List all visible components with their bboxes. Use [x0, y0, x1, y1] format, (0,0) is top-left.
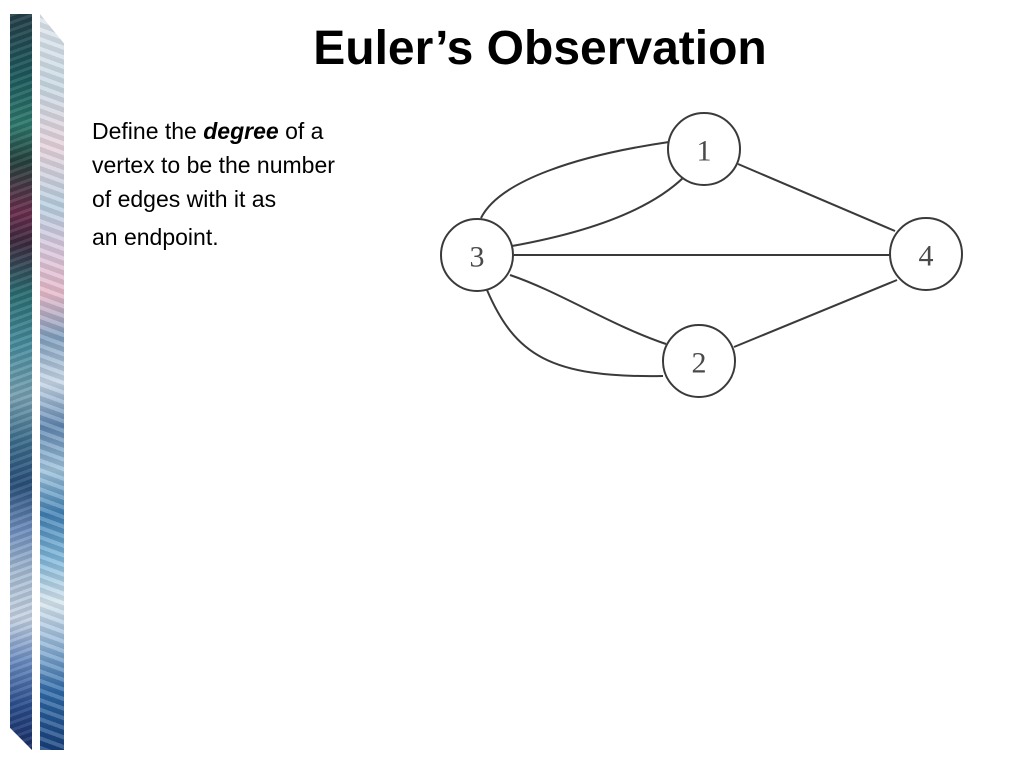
decorative-strip-left: [10, 14, 32, 750]
graph-vertex-2: 2: [662, 324, 736, 398]
decorative-strip-right: [40, 14, 64, 750]
graph-edge: [737, 163, 896, 232]
vertex-circle: [889, 217, 963, 291]
graph-edge: [486, 289, 664, 378]
vertex-label: 2: [692, 347, 707, 380]
graph-edge: [480, 141, 670, 219]
body-line-1: Define the degree of a: [92, 114, 412, 148]
vertex-circle: [662, 324, 736, 398]
body-line-4: an endpoint.: [92, 224, 219, 250]
body-line-2: vertex to be the number: [92, 152, 335, 178]
graph-edge: [733, 279, 898, 348]
vertex-label: 4: [919, 240, 934, 273]
vertex-label: 3: [470, 241, 485, 274]
vertex-label: 1: [697, 135, 712, 168]
graph-vertex-3: 3: [440, 218, 514, 292]
body-line-3: of edges with it as: [92, 186, 277, 212]
graph-edges: [480, 141, 898, 378]
body-text-part1: Define the: [92, 118, 204, 144]
slide-title: Euler’s Observation: [313, 22, 767, 75]
graph-edge: [511, 176, 685, 247]
vertex-circle: [667, 112, 741, 186]
graph-vertex-1: 1: [667, 112, 741, 186]
degree-term: degree: [203, 118, 279, 144]
body-text: Define the degree of a vertex to be the …: [92, 114, 412, 254]
graph-vertex-4: 4: [889, 217, 963, 291]
graph-edge: [509, 274, 667, 345]
vertex-circle: [440, 218, 514, 292]
body-text-part2: of a: [278, 118, 324, 144]
